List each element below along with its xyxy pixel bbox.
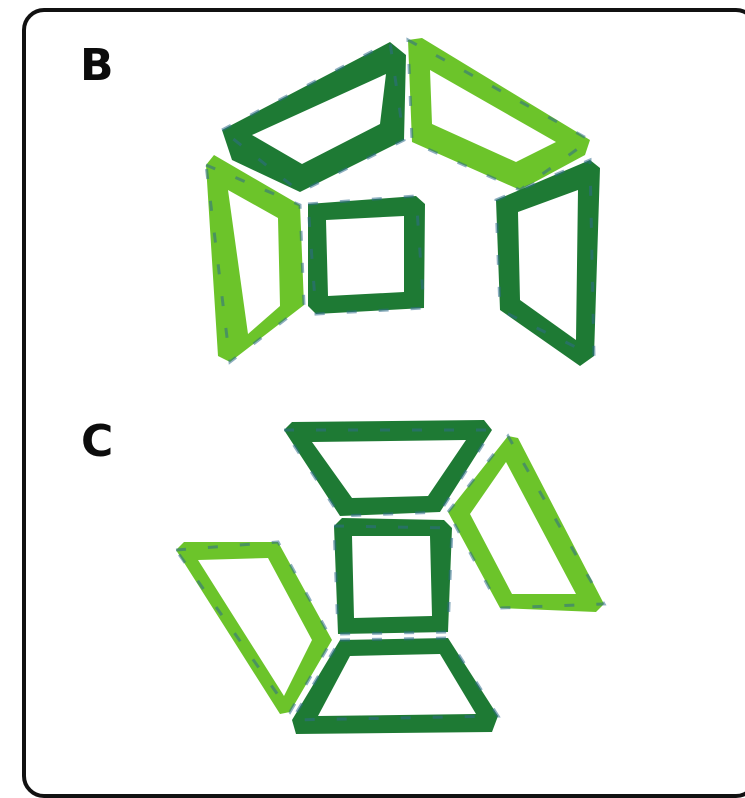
tile-c-square [332, 518, 454, 636]
figure-c-label: C [81, 416, 114, 467]
figure-b-arrangement [204, 37, 600, 366]
figure-c-arrangement [173, 420, 607, 734]
tile-b-right [494, 157, 600, 366]
figure-b-label: B [80, 40, 114, 91]
tile-c-bottom [289, 636, 501, 734]
tile-b-square [306, 194, 426, 316]
tile-c-right [446, 433, 607, 612]
tile-c-left [173, 540, 334, 715]
tile-b-left [204, 155, 306, 365]
tile-b-top-right [406, 37, 593, 192]
tile-c-top [281, 420, 495, 518]
tile-b-top-left [219, 39, 406, 194]
